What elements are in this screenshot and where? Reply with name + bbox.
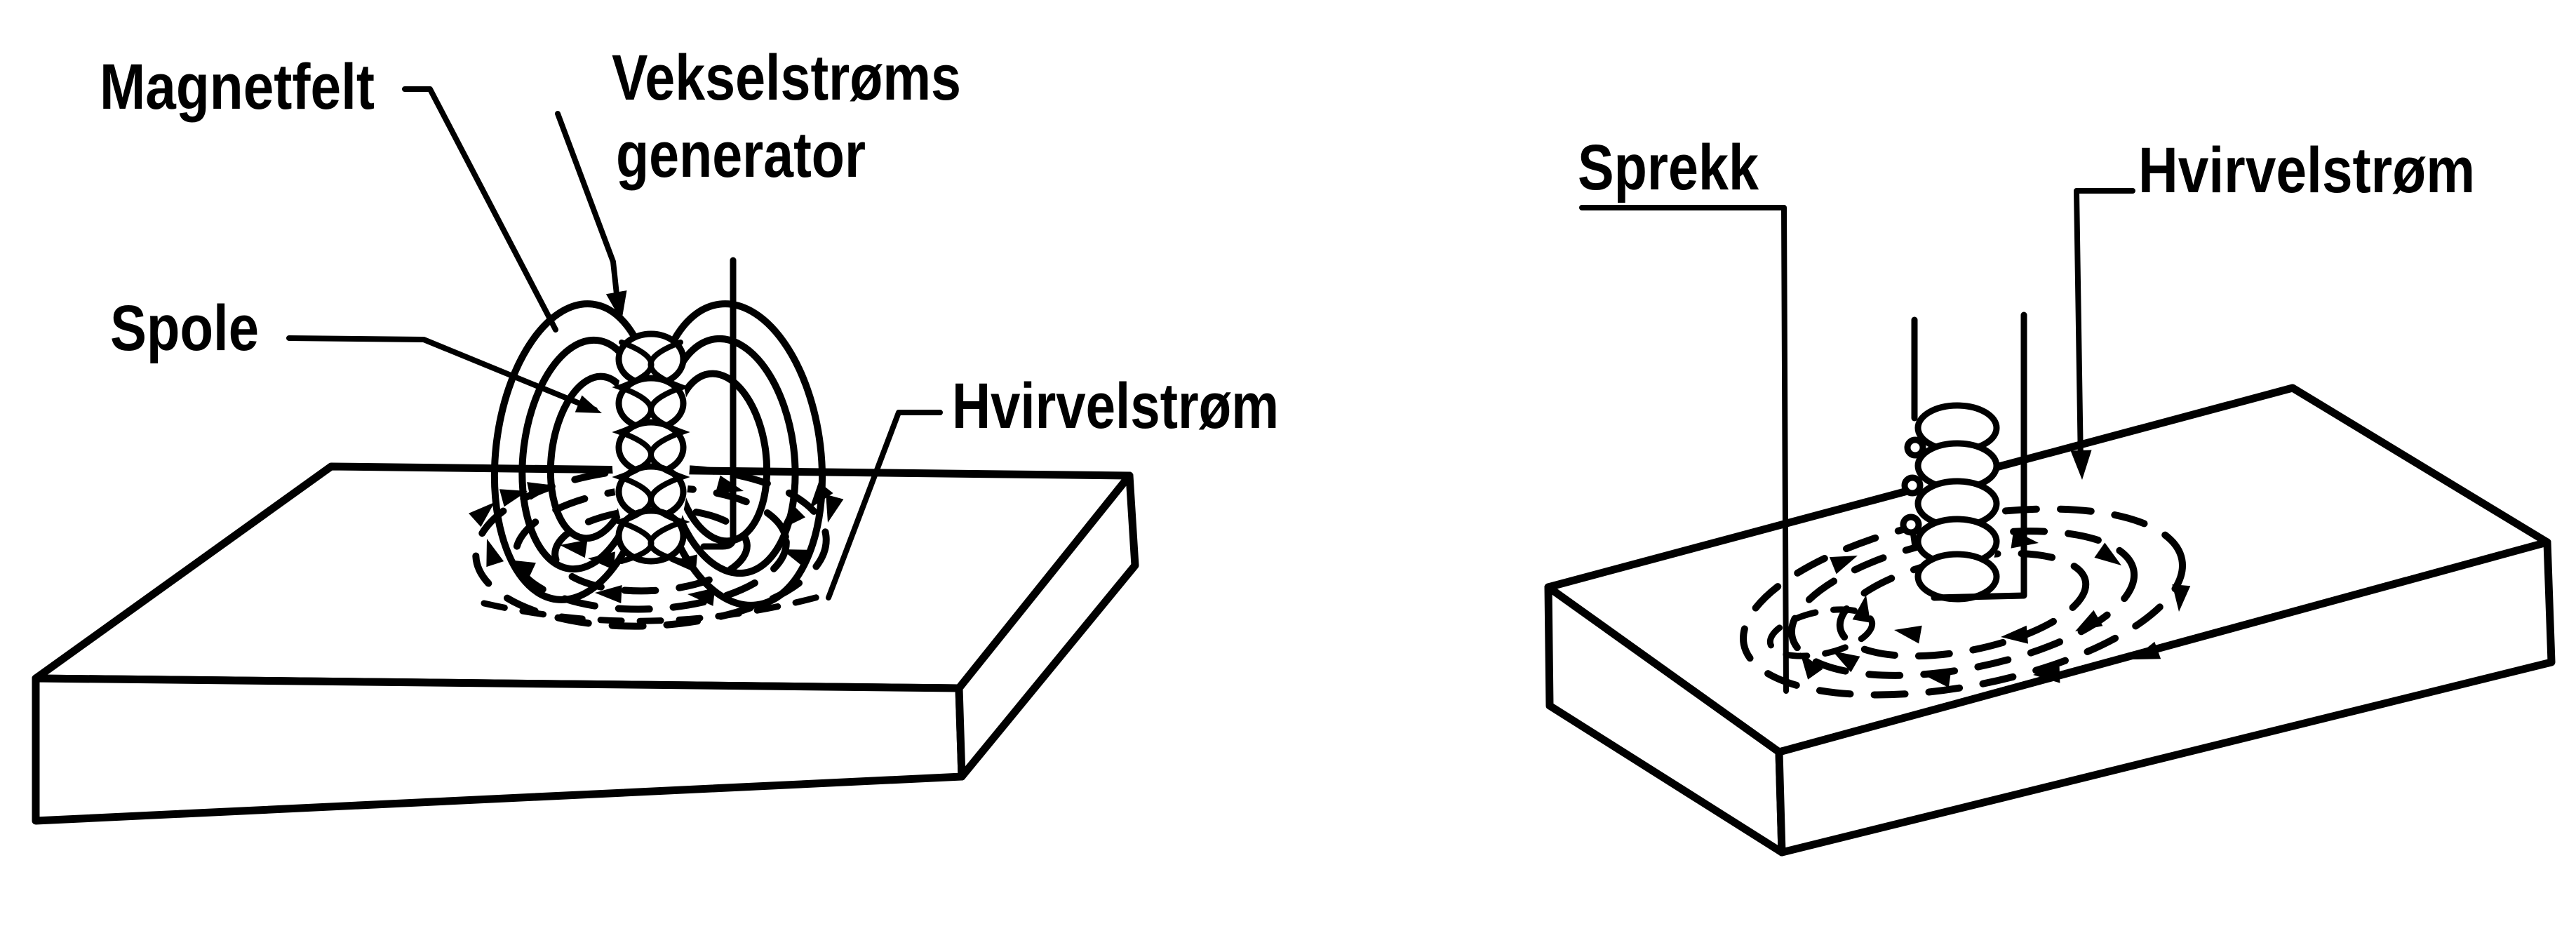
eddy-arrowhead [499, 489, 528, 507]
eddy-ring-middle [512, 484, 790, 613]
eddy-arrowhead [2094, 542, 2121, 565]
magnetfelt-leader-line [402, 86, 558, 333]
left-coil-wires [700, 257, 737, 550]
eddy-arrowhead [670, 554, 697, 573]
eddy-ring-outermost-arc [481, 593, 824, 624]
left-coil [612, 330, 690, 565]
eddy-arrowhead [1800, 652, 1823, 680]
hvirvelstrom-leader-arrowhead [2070, 450, 2092, 480]
coil-turn [1914, 551, 2000, 603]
eddy-arrowhead [810, 482, 833, 509]
left-test-block [32, 462, 1139, 825]
eddy-arrowhead [2133, 641, 2161, 659]
right-coil-wires [1911, 311, 2027, 601]
right-eddy-current-rings [1740, 505, 2186, 699]
right-coil [1900, 398, 2001, 606]
eddy-arrowhead [595, 585, 622, 603]
coil-wire-loop-bump [1901, 474, 1924, 497]
eddy-arrowhead [527, 482, 555, 500]
coil-winding-cross-pattern [648, 340, 690, 564]
eddy-arrowhead [469, 502, 495, 528]
eddy-arrowhead [780, 504, 806, 530]
left-labels: Magnetfelt Vekselstrøms generator Spole … [100, 42, 1279, 442]
right-block-front-face [1775, 538, 2556, 857]
eddy-arrowhead [1924, 669, 1952, 688]
left-block-front-face [32, 674, 966, 825]
eddy-arrowhead [826, 494, 844, 523]
right-leader-lines [2070, 188, 2135, 480]
left-block-side-face [955, 471, 1139, 781]
eddy-arrowhead [2172, 584, 2191, 612]
eddy-arrowhead [508, 560, 536, 579]
eddy-arrowhead [486, 539, 504, 568]
left-leader-lines [286, 86, 943, 600]
left-eddy-arrowheads [469, 475, 844, 606]
coil-wire-right [700, 257, 737, 550]
eddy-arrowhead [687, 588, 716, 606]
spole-leader-arrowhead [575, 395, 602, 413]
eddy-arrowhead [1894, 625, 1922, 644]
hvirvelstrom-leader-line [826, 410, 943, 600]
eddy-ring-around-crack [1766, 606, 1876, 659]
label-sprekk: Sprekk [1578, 132, 1759, 203]
eddy-arrowhead [2001, 625, 2028, 644]
coil-wire-right [1931, 311, 2027, 601]
spole-leader-line [286, 335, 598, 412]
coil-wire-loop-bump [1900, 514, 1922, 536]
hvirvelstrom-leader-line [2074, 188, 2135, 467]
eddy-arrowhead [2075, 610, 2103, 631]
left-diagram: Magnetfelt Vekselstrøms generator Spole … [32, 42, 1279, 825]
eddy-arrowhead [588, 551, 615, 570]
right-diagram: Sprekk Hvirvelstrøm [1544, 132, 2556, 857]
label-magnetfelt: Magnetfelt [100, 51, 375, 123]
label-hvirvelstrom-left: Hvirvelstrøm [952, 370, 1279, 442]
label-generator-line2: generator [616, 119, 866, 191]
eddy-arrowhead [560, 539, 588, 558]
label-hvirvelstrom-right: Hvirvelstrøm [2138, 135, 2475, 206]
eddy-ring-middle [1787, 528, 2138, 679]
eddy-arrowhead [2033, 664, 2060, 683]
sprekk-leader-and-crack-line [1579, 205, 1789, 694]
eddy-arrowhead [1852, 595, 1871, 623]
eddy-ring-outer [1740, 505, 2186, 699]
eddy-ring-inner [1836, 549, 2090, 660]
right-labels: Sprekk Hvirvelstrøm [1578, 132, 2475, 206]
eddy-arrowhead [1832, 651, 1860, 673]
label-generator-line1: Vekselstrøms [612, 42, 961, 114]
eddy-arrowhead [715, 475, 744, 493]
coil-wire-loop-bump [1904, 436, 1926, 459]
label-spole: Spole [110, 293, 259, 364]
generator-leader-line [555, 111, 621, 310]
eddy-arrowhead [1829, 556, 1858, 575]
eddy-arrowhead [781, 549, 810, 568]
right-test-block [1544, 384, 2556, 857]
generator-leader-arrowhead [605, 290, 627, 321]
